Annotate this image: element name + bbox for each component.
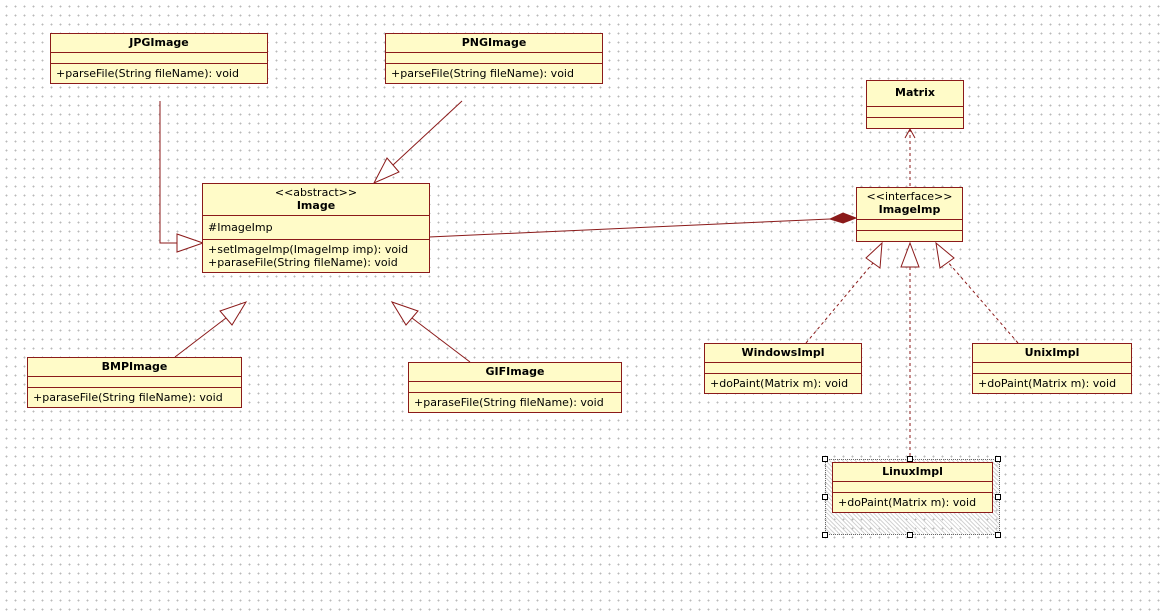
resize-handle-nw[interactable] (822, 456, 828, 462)
class-jpgimage[interactable]: JPGImage +parseFile(String fileName): vo… (50, 33, 268, 84)
class-header: Matrix (867, 81, 963, 107)
attributes-compartment (705, 363, 861, 374)
operation: +doPaint(Matrix m): void (710, 377, 849, 390)
class-linuximpl[interactable]: LinuxImpl +doPaint(Matrix m): void (832, 462, 993, 513)
class-gifimage[interactable]: GIFImage +paraseFile(String fileName): v… (408, 362, 622, 413)
operations-compartment: +doPaint(Matrix m): void (833, 493, 992, 512)
realization-arrowhead (935, 241, 955, 269)
class-header: <<interface>> ImageImp (857, 188, 962, 220)
generalization-line (411, 317, 471, 363)
attributes-compartment: #ImageImp (203, 216, 429, 240)
operations-compartment: +parseFile(String fileName): void (386, 64, 602, 83)
operation: +paraseFile(String fileName): void (208, 256, 398, 269)
attributes-compartment (409, 382, 621, 393)
class-header: <<abstract>> Image (203, 184, 429, 216)
class-matrix[interactable]: Matrix (866, 80, 964, 129)
class-stereotype: <<abstract>> (274, 186, 358, 199)
attribute: #ImageImp (208, 221, 273, 234)
class-name: LinuxImpl (882, 465, 943, 478)
operations-compartment: +paraseFile(String fileName): void (28, 388, 241, 407)
operation: +parseFile(String fileName): void (391, 67, 574, 80)
operation: +paraseFile(String fileName): void (33, 391, 223, 404)
generalization-line (174, 317, 227, 358)
realization-arrowhead (865, 241, 883, 269)
resize-handle-se[interactable] (995, 532, 1001, 538)
resize-handle-sw[interactable] (822, 532, 828, 538)
attributes-compartment (973, 363, 1131, 374)
realization-line (946, 260, 1019, 344)
class-imageimp[interactable]: <<interface>> ImageImp (856, 187, 963, 242)
operations-compartment: +doPaint(Matrix m): void (973, 374, 1131, 393)
class-pngimage[interactable]: PNGImage +parseFile(String fileName): vo… (385, 33, 603, 84)
class-header: UnixImpl (973, 344, 1131, 363)
attributes-compartment (857, 220, 962, 231)
class-name: JPGImage (129, 36, 189, 49)
class-header: GIFImage (409, 363, 621, 382)
class-name: GIFImage (485, 365, 545, 378)
attributes-compartment (51, 53, 267, 64)
resize-handle-ne[interactable] (995, 456, 1001, 462)
operations-compartment (867, 118, 963, 128)
generalization-line (392, 100, 463, 166)
class-name: ImageImp (878, 203, 941, 216)
attributes-compartment (833, 482, 992, 493)
class-windowsimpl[interactable]: WindowsImpl +doPaint(Matrix m): void (704, 343, 862, 394)
class-header: WindowsImpl (705, 344, 861, 363)
class-name: BMPImage (101, 360, 168, 373)
resize-handle-n[interactable] (907, 456, 913, 462)
class-header: LinuxImpl (833, 463, 992, 482)
operations-compartment: +paraseFile(String fileName): void (409, 393, 621, 412)
attributes-compartment (386, 53, 602, 64)
generalization-arrowhead (176, 233, 205, 253)
class-header: PNGImage (386, 34, 602, 53)
attributes-compartment (28, 377, 241, 388)
operations-compartment: +setImageImp(ImageImp imp): void +parase… (203, 240, 429, 272)
class-bmpimage[interactable]: BMPImage +paraseFile(String fileName): v… (27, 357, 242, 408)
class-uniximpl[interactable]: UnixImpl +doPaint(Matrix m): void (972, 343, 1132, 394)
operations-compartment: +parseFile(String fileName): void (51, 64, 267, 83)
composition-line (428, 218, 831, 238)
operation: +setImageImp(ImageImp imp): void (208, 243, 409, 256)
composition-diamond (828, 212, 858, 224)
class-stereotype: <<interface>> (866, 190, 953, 203)
class-name: Image (296, 199, 336, 212)
operation: +doPaint(Matrix m): void (838, 496, 977, 509)
operation: +paraseFile(String fileName): void (414, 396, 604, 409)
realization-arrowhead (900, 241, 920, 268)
class-header: BMPImage (28, 358, 241, 377)
generalization-line (159, 101, 177, 244)
operation: +doPaint(Matrix m): void (978, 377, 1117, 390)
operations-compartment (857, 231, 962, 241)
class-header: JPGImage (51, 34, 267, 53)
operations-compartment: +doPaint(Matrix m): void (705, 374, 861, 393)
class-name: PNGImage (461, 36, 527, 49)
operation: +parseFile(String fileName): void (56, 67, 239, 80)
class-name: UnixImpl (1024, 346, 1080, 359)
generalization-arrowhead (390, 301, 419, 326)
generalization-arrowhead (372, 157, 400, 185)
attributes-compartment (867, 107, 963, 118)
class-name: WindowsImpl (741, 346, 825, 359)
dependency-arrowhead (904, 127, 916, 139)
resize-handle-s[interactable] (907, 532, 913, 538)
class-image[interactable]: <<abstract>> Image #ImageImp +setImageIm… (202, 183, 430, 273)
resize-handle-e[interactable] (995, 494, 1001, 500)
class-name: Matrix (895, 86, 935, 99)
generalization-arrowhead (219, 301, 248, 326)
realization-line (805, 262, 874, 344)
resize-handle-w[interactable] (822, 494, 828, 500)
